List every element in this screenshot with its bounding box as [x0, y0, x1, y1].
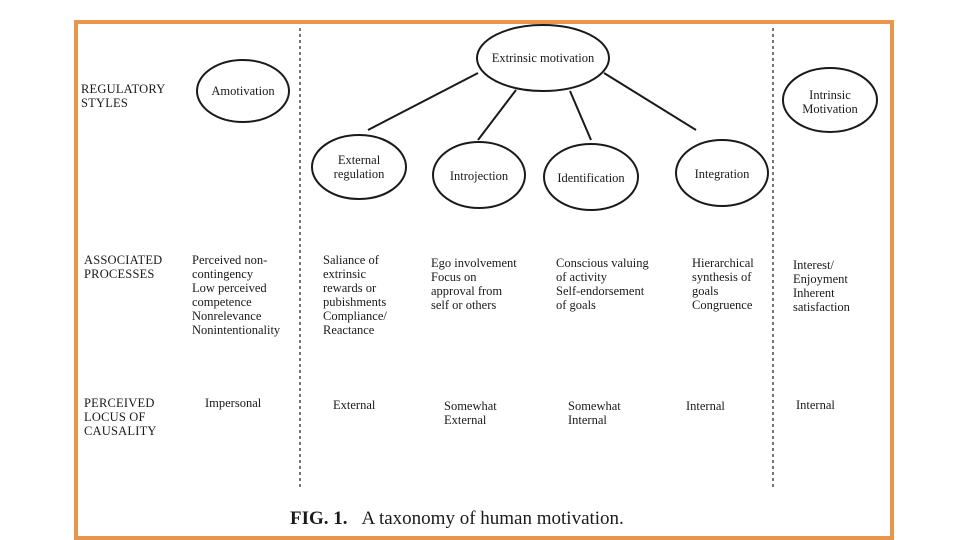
header-associated-processes: ASSOCIATED PROCESSES	[84, 253, 163, 281]
header-perceived-locus: PERCEIVED LOCUS OF CAUSALITY	[84, 396, 157, 438]
label-extrinsic-motivation: Extrinsic motivation	[491, 51, 595, 65]
locus-amotivation: Impersonal	[205, 396, 262, 410]
label-intrinsic-motivation: Intrinsic Motivation	[802, 88, 858, 116]
label-identification: Identification	[557, 171, 625, 185]
label-external-regulation: External regulation	[333, 153, 385, 181]
ellipse-amotivation	[196, 59, 290, 123]
connector-integration	[603, 72, 697, 131]
ellipse-external-regulation	[311, 134, 407, 200]
caption-label: FIG. 1.	[290, 508, 348, 529]
locus-integration: Internal	[686, 399, 725, 413]
process-introjection: Ego involvement Focus on approval from s…	[431, 256, 517, 312]
process-intrinsic: Interest/ Enjoyment Inherent satisfactio…	[793, 258, 850, 314]
connector-external	[367, 72, 479, 131]
ellipse-intrinsic	[782, 67, 878, 133]
figure-caption: FIG. 1. A taxonomy of human motivation.	[290, 508, 624, 530]
header-regulatory-styles: REGULATORY STYLES	[81, 82, 166, 110]
label-amotivation: Amotivation	[211, 84, 275, 98]
process-amotivation: Perceived non- contingency Low perceived…	[192, 253, 281, 337]
connector-identification	[569, 90, 592, 141]
label-integration: Integration	[694, 167, 750, 181]
locus-introjection: Somewhat External	[444, 399, 497, 427]
ellipse-extrinsic	[476, 24, 610, 92]
label-introjection: Introjection	[449, 169, 509, 183]
caption-text: A taxonomy of human motivation.	[361, 508, 624, 529]
process-identification: Conscious valuing of activity Self-endor…	[556, 256, 649, 312]
ellipse-integration	[675, 139, 769, 207]
locus-external-regulation: External	[333, 398, 376, 412]
ellipse-introjection	[432, 141, 526, 209]
connector-introjection	[477, 89, 517, 141]
locus-identification: Somewhat Internal	[568, 399, 621, 427]
process-external-regulation: Saliance of extrinsic rewards or pubishm…	[323, 253, 387, 337]
process-integration: Hierarchical synthesis of goals Congruen…	[692, 256, 754, 312]
locus-intrinsic: Internal	[796, 398, 835, 412]
ellipse-identification	[543, 143, 639, 211]
